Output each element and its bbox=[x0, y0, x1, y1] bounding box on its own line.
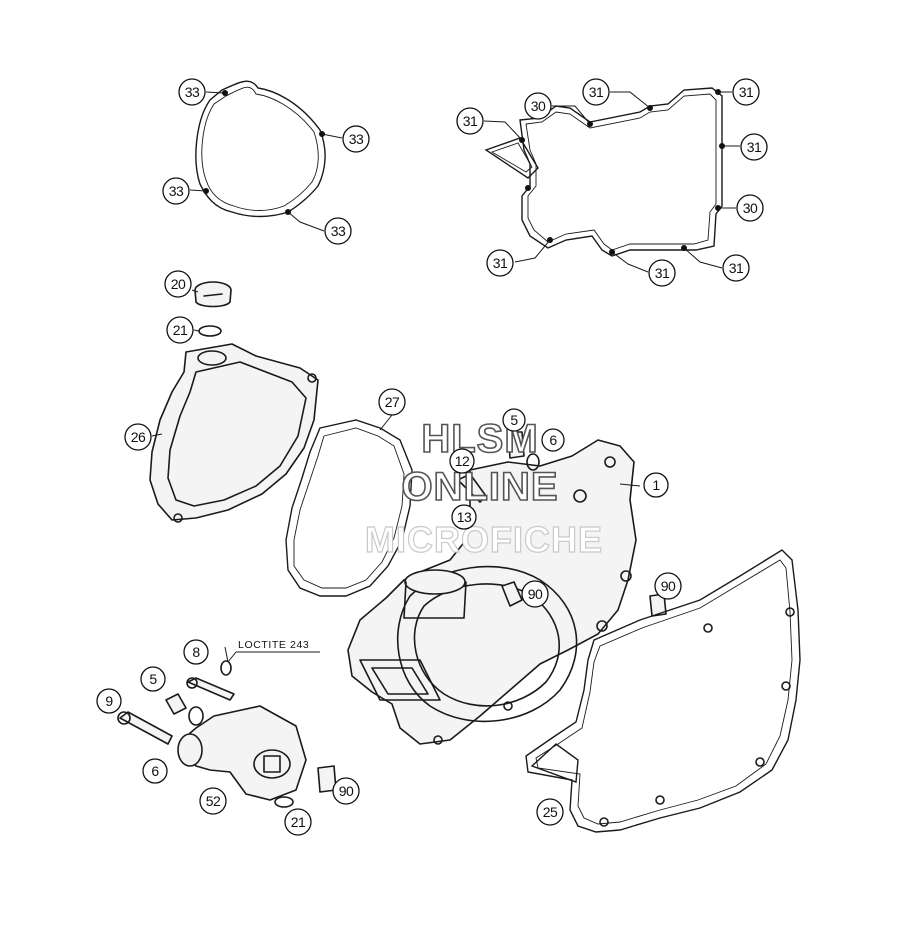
callout-9: 9 bbox=[96, 688, 122, 714]
loctite-label: LOCTITE 243 bbox=[238, 639, 309, 651]
callout-label: 30 bbox=[743, 200, 758, 216]
callout-20: 20 bbox=[164, 270, 192, 298]
clutch-cover-gasket bbox=[484, 87, 723, 257]
callout-label: 20 bbox=[171, 276, 186, 292]
callout-25: 25 bbox=[536, 798, 564, 826]
callout-12: 12 bbox=[449, 448, 475, 474]
callout-30: 30 bbox=[736, 194, 764, 222]
callout-6: 6 bbox=[541, 428, 565, 452]
callout-31: 31 bbox=[732, 78, 760, 106]
callout-33: 33 bbox=[162, 177, 190, 205]
callout-1: 1 bbox=[643, 472, 669, 498]
callout-label: 33 bbox=[349, 131, 364, 147]
callout-label: 33 bbox=[185, 84, 200, 100]
hardware-cluster-upper bbox=[457, 431, 540, 503]
callout-label: 13 bbox=[457, 509, 472, 525]
callout-label: 8 bbox=[192, 644, 200, 660]
outer-gasket bbox=[525, 549, 801, 833]
reference-dots bbox=[203, 89, 725, 255]
callout-label: 21 bbox=[291, 814, 306, 830]
clutch-cover-gasket-27 bbox=[285, 419, 413, 597]
callout-30: 30 bbox=[524, 92, 552, 120]
callout-8: 8 bbox=[183, 639, 209, 665]
callout-label: 90 bbox=[339, 783, 354, 799]
callout-label: 31 bbox=[589, 84, 604, 100]
oil-filler-plug bbox=[194, 281, 232, 308]
callout-label: 6 bbox=[549, 432, 557, 448]
callout-label: 31 bbox=[739, 84, 754, 100]
callout-label: 31 bbox=[493, 255, 508, 271]
callout-label: 30 bbox=[531, 98, 546, 114]
loctite-note: LOCTITE 243 bbox=[227, 639, 320, 663]
callout-31: 31 bbox=[582, 78, 610, 106]
callout-label: 5 bbox=[510, 412, 518, 428]
callout-33: 33 bbox=[324, 217, 352, 245]
callout-31: 31 bbox=[456, 107, 484, 135]
callout-21: 21 bbox=[166, 316, 194, 344]
callout-label: 6 bbox=[151, 763, 159, 779]
callout-label: 90 bbox=[661, 578, 676, 594]
callout-label: 31 bbox=[729, 260, 744, 276]
callout-5: 5 bbox=[140, 666, 166, 692]
outer-clutch-cover bbox=[149, 343, 319, 523]
callouts: 33 33 33 33 31 30 31 31 31 30 31 31 31 2… bbox=[96, 78, 768, 836]
callout-label: 52 bbox=[206, 793, 221, 809]
watermark-line3: MICROFICHE bbox=[365, 519, 603, 560]
callout-90: 90 bbox=[654, 572, 682, 600]
callout-label: 31 bbox=[747, 139, 762, 155]
callout-label: 9 bbox=[105, 693, 113, 709]
callout-90: 90 bbox=[332, 777, 360, 805]
callout-label: 5 bbox=[149, 671, 157, 687]
leader-lines bbox=[151, 91, 740, 663]
o-ring-small bbox=[198, 325, 222, 337]
ignition-cover-gasket bbox=[195, 80, 326, 218]
callout-26: 26 bbox=[124, 423, 152, 451]
engine-cover-housing bbox=[347, 439, 637, 745]
callout-label: 90 bbox=[528, 586, 543, 602]
callout-52: 52 bbox=[199, 787, 227, 815]
callout-label: 21 bbox=[173, 322, 188, 338]
callout-label: 33 bbox=[169, 183, 184, 199]
callout-label: 33 bbox=[331, 223, 346, 239]
callout-label: 1 bbox=[652, 477, 660, 493]
callout-33: 33 bbox=[178, 78, 206, 106]
water-pump-assembly bbox=[117, 660, 307, 808]
callout-label: 31 bbox=[655, 265, 670, 281]
callout-label: 25 bbox=[543, 804, 558, 820]
callout-13: 13 bbox=[451, 504, 477, 530]
callout-6: 6 bbox=[142, 758, 168, 784]
callout-31: 31 bbox=[648, 259, 676, 287]
callout-90: 90 bbox=[521, 580, 549, 608]
callout-21: 21 bbox=[284, 808, 312, 836]
callout-31: 31 bbox=[722, 254, 750, 282]
callout-31: 31 bbox=[740, 133, 768, 161]
callout-31: 31 bbox=[486, 249, 514, 277]
callout-label: 27 bbox=[385, 394, 400, 410]
callout-label: 12 bbox=[455, 453, 470, 469]
watermark-line2: ONLINE bbox=[401, 465, 558, 509]
callout-5: 5 bbox=[502, 408, 526, 432]
callout-27: 27 bbox=[378, 388, 406, 416]
callout-label: 26 bbox=[131, 429, 146, 445]
callout-33: 33 bbox=[342, 125, 370, 153]
callout-label: 31 bbox=[463, 113, 478, 129]
